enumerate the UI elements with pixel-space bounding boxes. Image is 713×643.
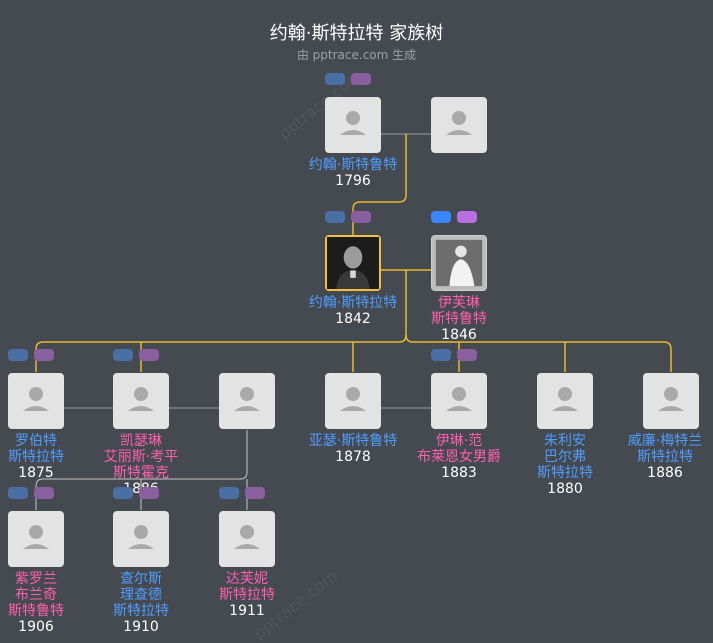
node-badges [113, 349, 169, 361]
person-card[interactable] [113, 373, 169, 429]
node-badges [431, 211, 487, 223]
node-badges [431, 349, 487, 361]
person-card[interactable] [431, 97, 487, 153]
expand-spouse-badge[interactable] [351, 73, 371, 85]
person-silhouette-icon [446, 111, 472, 135]
person-card[interactable] [537, 373, 593, 429]
expand-parents-badge[interactable] [325, 211, 345, 223]
person-card[interactable] [219, 373, 275, 429]
node-badges [113, 487, 169, 499]
expand-spouse-badge[interactable] [351, 211, 371, 223]
expand-spouse-badge[interactable] [139, 349, 159, 361]
person-silhouette-icon [234, 387, 260, 411]
node-badges [219, 487, 275, 499]
node-badges [325, 211, 381, 223]
person-silhouette-icon [128, 387, 154, 411]
page-subtitle: 由 pptrace.com 生成 [296, 48, 417, 62]
person-card[interactable] [643, 373, 699, 429]
page-title: 约翰·斯特拉特 家族树 [269, 23, 444, 44]
children-bus-line [405, 334, 672, 372]
person-card[interactable] [8, 373, 64, 429]
expand-spouse-badge[interactable] [34, 487, 54, 499]
person-silhouette-icon [128, 525, 154, 549]
person-card[interactable] [8, 511, 64, 567]
person-name: 凯瑟琳 艾丽斯·考平 斯特霍克1886 [103, 433, 179, 497]
expand-parents-badge[interactable] [431, 349, 451, 361]
portrait-photo [432, 236, 486, 290]
person-silhouette-icon [340, 111, 366, 135]
expand-spouse-badge[interactable] [457, 211, 477, 223]
person-silhouette-icon [234, 525, 260, 549]
expand-spouse-badge[interactable] [245, 487, 265, 499]
expand-parents-badge[interactable] [8, 349, 28, 361]
person-card[interactable] [113, 511, 169, 567]
person-silhouette-icon [340, 387, 366, 411]
expand-spouse-badge[interactable] [457, 349, 477, 361]
person-silhouette-icon [658, 387, 684, 411]
expand-spouse-badge[interactable] [34, 349, 54, 361]
person-card[interactable] [219, 511, 275, 567]
expand-spouse-badge[interactable] [139, 487, 159, 499]
node-badges [325, 73, 381, 85]
expand-parents-badge[interactable] [113, 487, 133, 499]
person-card[interactable] [431, 373, 487, 429]
portrait-photo [327, 237, 379, 289]
person-card[interactable] [325, 97, 381, 153]
person-card[interactable] [325, 373, 381, 429]
expand-parents-badge[interactable] [8, 487, 28, 499]
expand-parents-badge[interactable] [113, 349, 133, 361]
expand-parents-badge[interactable] [325, 73, 345, 85]
node-badges [8, 487, 64, 499]
person-card[interactable] [325, 235, 381, 291]
person-silhouette-icon [552, 387, 578, 411]
person-card[interactable] [431, 235, 487, 291]
expand-parents-badge[interactable] [431, 211, 451, 223]
person-silhouette-icon [23, 387, 49, 411]
node-badges [8, 349, 64, 361]
expand-parents-badge[interactable] [219, 487, 239, 499]
person-silhouette-icon [446, 387, 472, 411]
parent-line [352, 134, 407, 237]
person-silhouette-icon [23, 525, 49, 549]
